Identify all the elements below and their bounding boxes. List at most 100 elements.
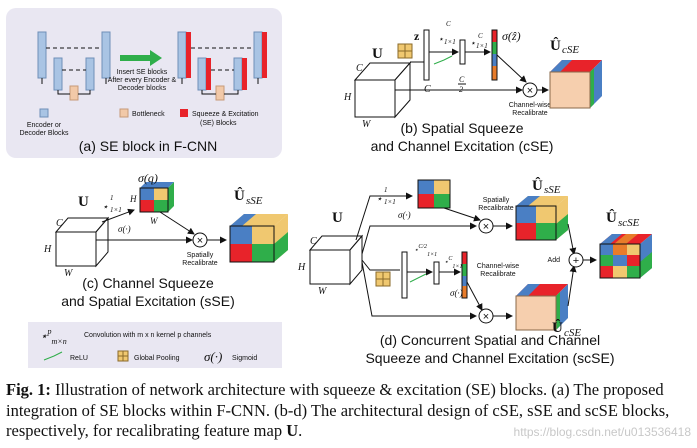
recal-2: Recalibrate (182, 260, 218, 267)
out-label: Û (550, 37, 561, 54)
panel-d-caption-2: Squeeze and Channel Excitation (scSE) (365, 350, 614, 366)
relu-icon (433, 55, 453, 65)
out-sub: cSE (562, 44, 579, 56)
squeeze-vector (433, 261, 440, 285)
out-s: Û (532, 177, 543, 194)
bottleneck-block (215, 85, 225, 101)
conv1-sup: C (446, 20, 451, 28)
dim-h: H (297, 262, 306, 273)
panel-d: U 1 ⋆ 1×1 C H W σ(·) × Spatially Recalib… (290, 170, 690, 366)
multiply-sym: × (483, 311, 489, 323)
add-label: Add (548, 257, 561, 264)
legend-encoder-2: Decoder Blocks (19, 130, 69, 137)
path-to-sse (355, 192, 413, 241)
input-cube (308, 234, 364, 286)
legend-se-2: (SE) Blocks (200, 120, 237, 127)
dim-w: W (318, 286, 328, 297)
conv-sup: 1 (384, 186, 388, 194)
output-cube-cse (515, 284, 568, 331)
legend-bottleneck-swatch (119, 108, 129, 118)
dim-h: H (343, 92, 352, 103)
panel-b: U C H W z C C ⋆ 1×1 C 2 C ⋆ 1×1 (343, 20, 602, 154)
caption-bold-u: U (286, 421, 299, 440)
bottleneck-block (69, 85, 79, 101)
recal-s-2: Recalibrate (478, 205, 514, 212)
dim-h: H (43, 244, 52, 255)
legend-sigma-sym: σ(·) (204, 349, 222, 364)
figure-caption: Fig. 1: Illustration of network architec… (6, 380, 694, 442)
caption-period: . (298, 421, 303, 440)
conv2-star: ⋆ (470, 38, 476, 48)
output-cube-scse (599, 234, 652, 279)
out-sc-sub: scSE (618, 217, 640, 229)
decoder-block (253, 31, 263, 79)
identity-to-cse (361, 261, 477, 320)
legend-encoder-1: Encoder or (27, 122, 62, 129)
conv2-sup: C (478, 32, 483, 40)
dim-w: W (362, 119, 372, 130)
output-cube-sse (515, 196, 568, 241)
output-cube-sse (229, 214, 288, 263)
squeeze-vector (459, 39, 466, 65)
panel-d-caption-1: (d) Concurrent Spatial and Channel (380, 332, 600, 348)
conv1-star: ⋆ (438, 34, 444, 44)
unet-before (37, 31, 111, 101)
z-vector (401, 251, 408, 299)
legend-pool: Global Pooling (134, 355, 180, 362)
z-label: z (414, 29, 420, 43)
panel-a: Insert SE blocks After every Encoder & D… (6, 8, 282, 158)
decoder-block (85, 57, 95, 91)
se-block (186, 32, 191, 78)
out-c: Û (552, 319, 563, 336)
arrow-s-to-add (567, 223, 577, 255)
arrow-text-2: After every Encoder & (108, 77, 177, 84)
w-small: W (150, 216, 159, 226)
relu-icon (409, 273, 427, 283)
conv-sub: 1×1 (384, 198, 396, 206)
insert-arrow (120, 50, 162, 66)
legend-sigmoid: Sigmoid (232, 355, 257, 362)
dim-c: C (310, 236, 317, 247)
arrow-to-multiply-s (443, 207, 481, 222)
panel-b-caption-1: (b) Spatial Squeeze (401, 120, 524, 136)
conv2-sub: 1×1 (476, 42, 488, 50)
recal-1: Channel-wise (509, 102, 552, 109)
conv1-sub: 1×1 (444, 38, 456, 46)
panel-c: U 1 ⋆ 1×1 C H W σ(q) H W σ(·) × Spatiall… (43, 171, 288, 309)
out-sc: Û (606, 209, 617, 226)
global-pool-icon (117, 350, 129, 362)
dim-c: C (356, 63, 363, 74)
decoder-block (233, 57, 243, 91)
excitation-vector (461, 251, 468, 299)
q-map (139, 182, 174, 213)
sigma-z-label: σ(ẑ) (502, 29, 521, 43)
recal-c-2: Recalibrate (480, 271, 516, 278)
se-block (206, 58, 211, 90)
legend-se-swatch (180, 109, 188, 117)
u-label: U (332, 210, 343, 226)
output-cube-cse (549, 60, 602, 109)
q-map (417, 179, 451, 209)
input-cube (54, 216, 110, 268)
z-vector (423, 29, 430, 81)
arrow-to-multiply (159, 211, 195, 235)
legend-encoder-swatch (39, 108, 49, 118)
arrow-conv (101, 208, 135, 223)
caption-text: Illustration of network architecture wit… (6, 380, 670, 440)
legend-box: ⋆pm×n Convolution with m x n kernel p ch… (28, 322, 282, 368)
dim-w: W (64, 268, 74, 279)
arrow-text-3: Decoder blocks (118, 85, 167, 92)
arrow-text-1: Insert SE blocks (117, 69, 168, 76)
global-pool-icon (375, 271, 391, 287)
out-sub: sSE (246, 195, 263, 207)
legend-bottleneck: Bottleneck (132, 111, 165, 118)
legend-conv-text: Convolution with m x n kernel p channels (84, 332, 212, 339)
unet-after (177, 31, 267, 101)
u-label: U (78, 194, 89, 210)
encoder-block (37, 31, 47, 79)
panel-a-background (6, 8, 282, 158)
excitation-vector (491, 29, 498, 81)
add-sym: + (573, 255, 579, 267)
recal-s-1: Spatially (483, 197, 510, 204)
encoder-block (53, 57, 63, 91)
